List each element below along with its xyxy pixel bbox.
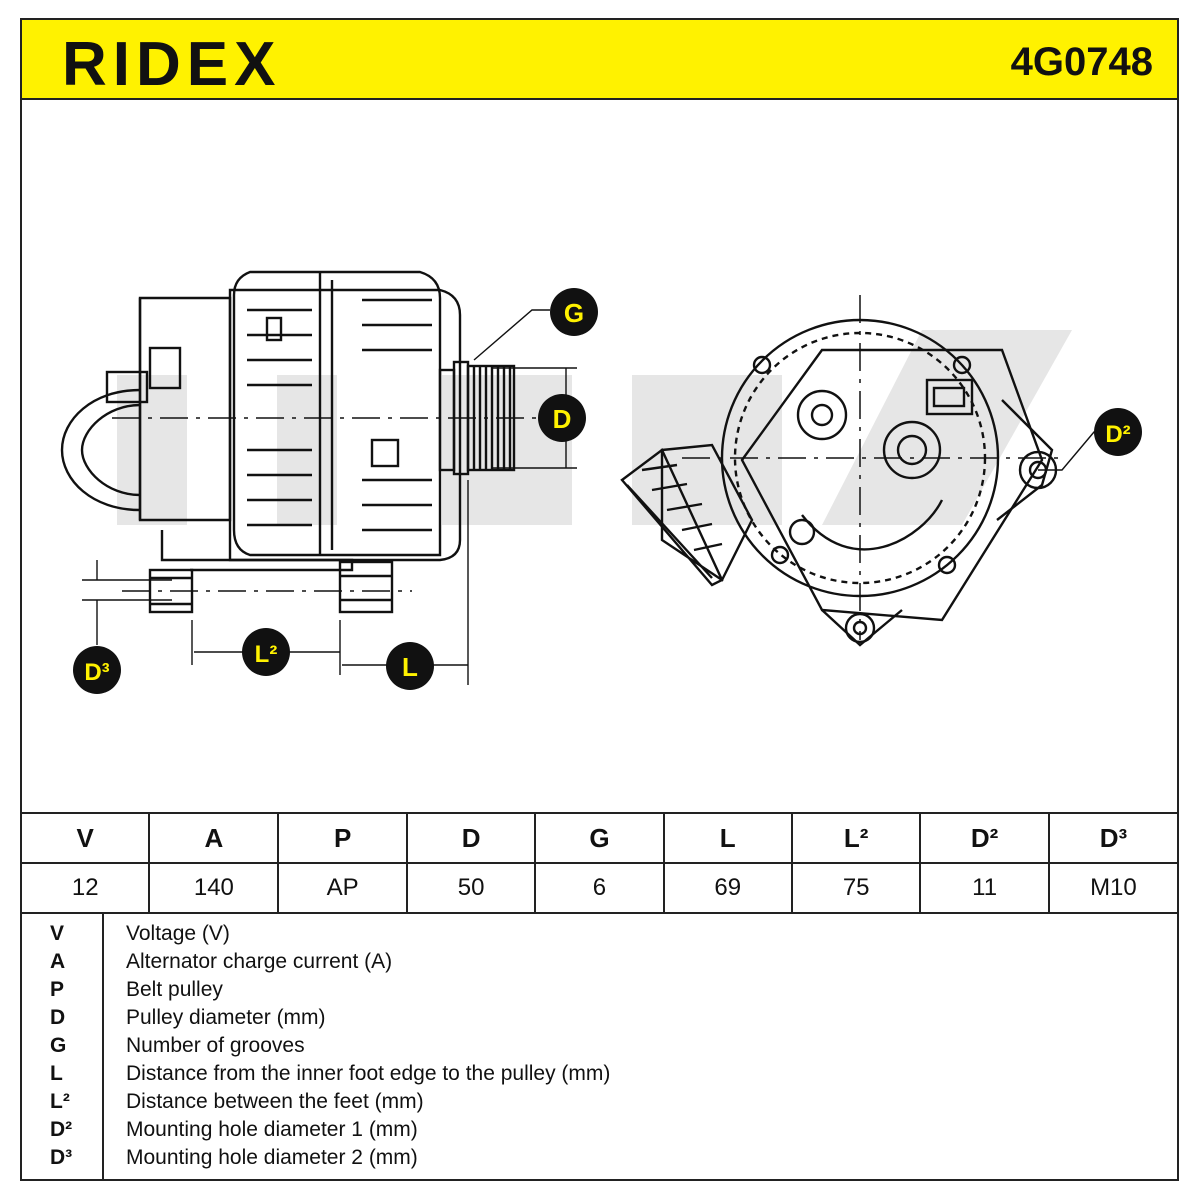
spec-value-cell: 69 — [662, 862, 793, 914]
legend-text: Belt pulley — [126, 978, 223, 1001]
legend: V Voltage (V) A Alternator charge curren… — [20, 912, 1179, 1181]
legend-key: L — [50, 1062, 63, 1085]
legend-key: A — [50, 950, 66, 973]
callout-d2-label: D² — [1105, 421, 1130, 448]
spec-value-cell: M10 — [1047, 862, 1180, 914]
brand-logo: RIDEX — [62, 30, 282, 99]
spec-value-cell: 6 — [534, 862, 665, 914]
spec-header-cell: D — [405, 812, 537, 864]
callout-g: G — [550, 288, 598, 336]
legend-key: P — [50, 978, 65, 1001]
legend-text: Mounting hole diameter 1 (mm) — [126, 1118, 418, 1141]
callout-d-label: D — [553, 404, 572, 434]
callout-g-label: G — [564, 298, 584, 328]
spec-header-cell: L² — [790, 812, 922, 864]
spec-header-cell: G — [534, 812, 665, 864]
legend-text: Mounting hole diameter 2 (mm) — [126, 1146, 418, 1169]
callout-d3-label: D³ — [84, 659, 109, 686]
legend-text: Pulley diameter (mm) — [126, 1006, 326, 1029]
header-bar: RIDEX 4G0748 — [20, 18, 1179, 100]
legend-key: V — [50, 922, 65, 945]
spec-value-row: 12 140 AP 50 6 69 75 11 M10 — [19, 862, 1180, 914]
legend-text: Alternator charge current (A) — [126, 950, 393, 973]
alternator-end-view — [620, 295, 1107, 647]
callout-l-label: L — [402, 652, 418, 682]
spec-table: V A P D G L L² D² D³ 12 140 AP 50 6 69 7… — [19, 812, 1180, 914]
callout-d2: D² — [1094, 408, 1142, 456]
callout-l: L — [386, 642, 434, 690]
spec-value-cell: 50 — [405, 862, 537, 914]
legend-key: G — [50, 1034, 67, 1057]
spec-header-cell: A — [148, 812, 280, 864]
spec-header-cell: D³ — [1047, 812, 1180, 864]
legend-key: D³ — [50, 1146, 73, 1169]
spec-header-cell: D² — [919, 812, 1050, 864]
spec-value-cell: AP — [277, 862, 408, 914]
callout-d: D — [538, 394, 586, 442]
alternator-drawing: G D D² L² L D³ — [60, 270, 1142, 694]
legend-key: D — [50, 1006, 66, 1029]
legend-key: L² — [50, 1090, 70, 1113]
legend-text: Distance from the inner foot edge to the… — [126, 1062, 611, 1085]
legend-text: Distance between the feet (mm) — [126, 1090, 424, 1113]
spec-header-cell: L — [662, 812, 793, 864]
spec-header-cell: V — [19, 812, 151, 864]
legend-key: D² — [50, 1118, 73, 1141]
callout-l2: L² — [242, 628, 290, 676]
callout-d3: D³ — [73, 646, 121, 694]
legend-text: Number of grooves — [126, 1034, 305, 1057]
part-number: 4G0748 — [1010, 40, 1153, 84]
spec-value-cell: 140 — [148, 862, 280, 914]
legend-text: Voltage (V) — [126, 922, 230, 945]
callout-l2-label: L² — [255, 641, 278, 668]
spec-value-cell: 12 — [19, 862, 151, 914]
spec-header-row: V A P D G L L² D² D³ — [19, 812, 1180, 864]
spec-header-cell: P — [277, 812, 408, 864]
spec-value-cell: 11 — [919, 862, 1050, 914]
legend-divider — [102, 912, 104, 1179]
alternator-side-view — [60, 270, 542, 614]
spec-value-cell: 75 — [790, 862, 922, 914]
